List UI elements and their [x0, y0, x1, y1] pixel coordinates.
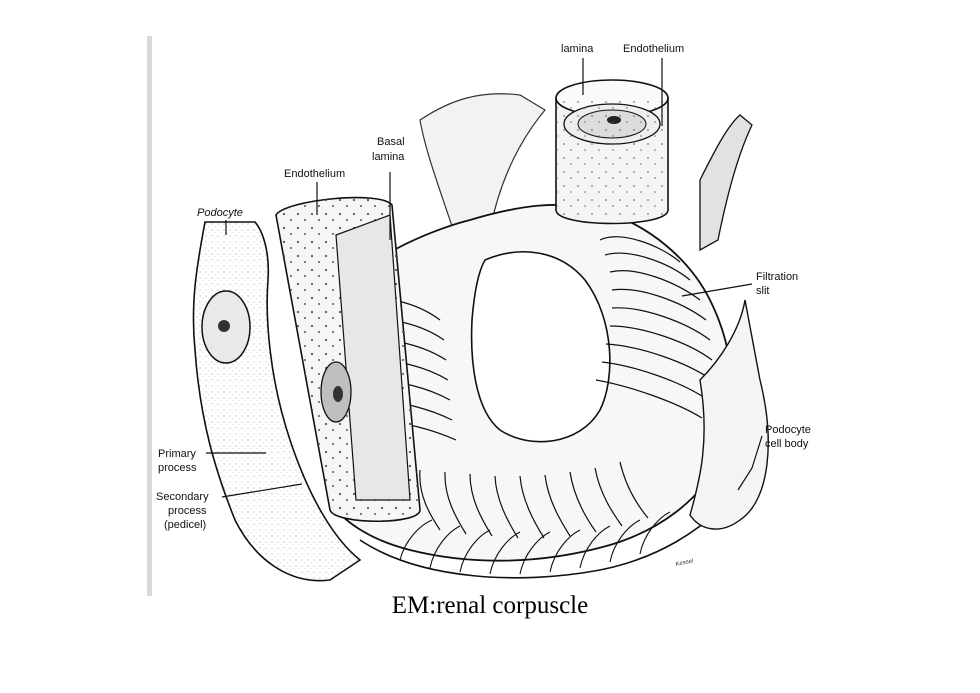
pedicels-lower-arc	[399, 511, 671, 575]
label-filtration-slit-1: Filtration	[756, 271, 798, 283]
pedicels-upper	[595, 236, 713, 419]
pedicels-bottom	[419, 461, 649, 539]
label-filtration-slit-2: slit	[756, 285, 769, 297]
vessel-right	[699, 114, 753, 252]
label-basal-lamina-2: lamina	[372, 151, 405, 163]
label-podocyte-cell-body-2: cell body	[765, 438, 809, 450]
label-podocyte-cell-body-1: Podocyte	[765, 424, 811, 436]
podocyte-membrane-back	[419, 93, 546, 236]
podocyte-nucleolus	[218, 320, 230, 332]
label-basal-lamina-1: Basal	[377, 136, 405, 148]
podocyte-cell-body	[689, 299, 769, 530]
label-secondary-process-1: Secondary	[156, 491, 209, 503]
lower-arc	[359, 499, 731, 579]
label-primary-process-1: Primary	[158, 448, 196, 460]
leader-lines	[206, 58, 763, 498]
capillary-loop-hole	[470, 251, 611, 443]
label-endothelium-top: Endothelium	[623, 43, 684, 55]
capillary-cylinder-left	[275, 196, 421, 522]
figure-caption: EM:renal corpuscle	[391, 592, 589, 619]
artist-signature: Kessel	[675, 558, 694, 568]
label-primary-process-2: process	[158, 462, 197, 474]
scan-edge	[147, 36, 152, 596]
label-podocyte: Podocyte	[197, 207, 243, 219]
label-endothelium-left: Endothelium	[284, 168, 345, 180]
label-secondary-process-3: (pedicel)	[164, 519, 206, 531]
capillary-cylinder-top	[555, 79, 669, 225]
label-secondary-process-2: process	[168, 505, 207, 517]
label-lamina-top: lamina	[561, 43, 594, 55]
